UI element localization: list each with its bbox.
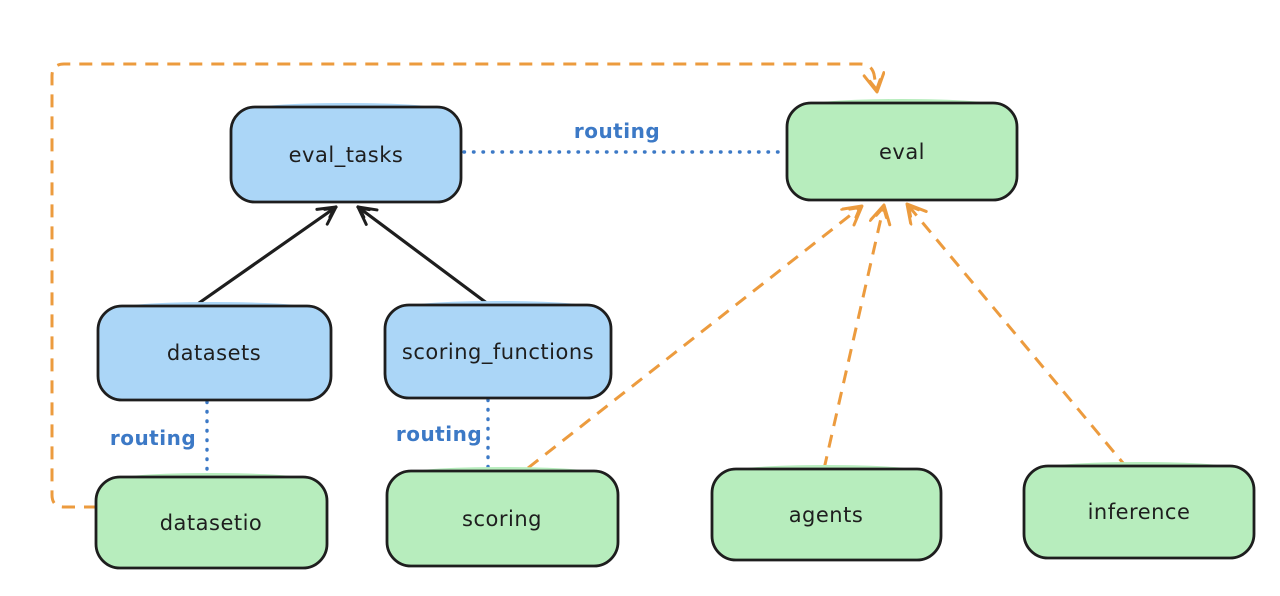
node-eval-tasks: eval_tasks <box>229 103 463 204</box>
node-scoring-box <box>385 469 620 568</box>
node-eval-label: eval <box>879 140 925 164</box>
node-inference-box <box>1022 464 1256 560</box>
node-datasets-box <box>96 304 333 402</box>
node-eval-tasks-label: eval_tasks <box>289 143 404 168</box>
node-agents-label: agents <box>789 503 864 527</box>
node-datasetio: datasetio <box>94 473 329 570</box>
edge-agents-to-eval-dashed <box>822 205 884 470</box>
edge-inference-to-eval-dashed <box>907 204 1130 470</box>
node-scoring-functions-label: scoring_functions <box>402 340 594 365</box>
node-inference: inference <box>1022 462 1256 560</box>
node-datasetio-label: datasetio <box>160 511 263 535</box>
node-layer: eval_tasks eval datasets scoring_functio… <box>94 99 1256 570</box>
edge-layer <box>50 62 1130 509</box>
node-agents-box <box>710 467 943 562</box>
node-datasetio-box <box>94 475 329 570</box>
node-eval-box <box>785 101 1019 202</box>
node-scoring-label: scoring <box>462 507 542 531</box>
node-scoring-functions-box <box>383 303 613 400</box>
routing-label-scoring: routing <box>396 422 482 446</box>
node-scoring: scoring <box>385 467 620 568</box>
node-eval-tasks-box <box>229 105 463 204</box>
node-eval: eval <box>785 99 1019 202</box>
edge-scoring-to-eval-dashed <box>527 206 862 470</box>
edge-label-layer: routing routing routing <box>110 119 660 450</box>
routing-label-top: routing <box>574 119 660 143</box>
node-inference-label: inference <box>1088 500 1191 524</box>
edge-scoring-functions-to-eval-tasks <box>356 205 490 306</box>
node-agents: agents <box>710 465 943 562</box>
routing-label-datasetio: routing <box>110 426 196 450</box>
node-datasets-label: datasets <box>167 341 261 365</box>
edge-datasets-to-eval-tasks <box>197 205 338 305</box>
edge-datasetio-to-eval-dashed-loop <box>50 62 877 509</box>
node-datasets: datasets <box>96 302 333 402</box>
node-scoring-functions: scoring_functions <box>383 301 613 400</box>
